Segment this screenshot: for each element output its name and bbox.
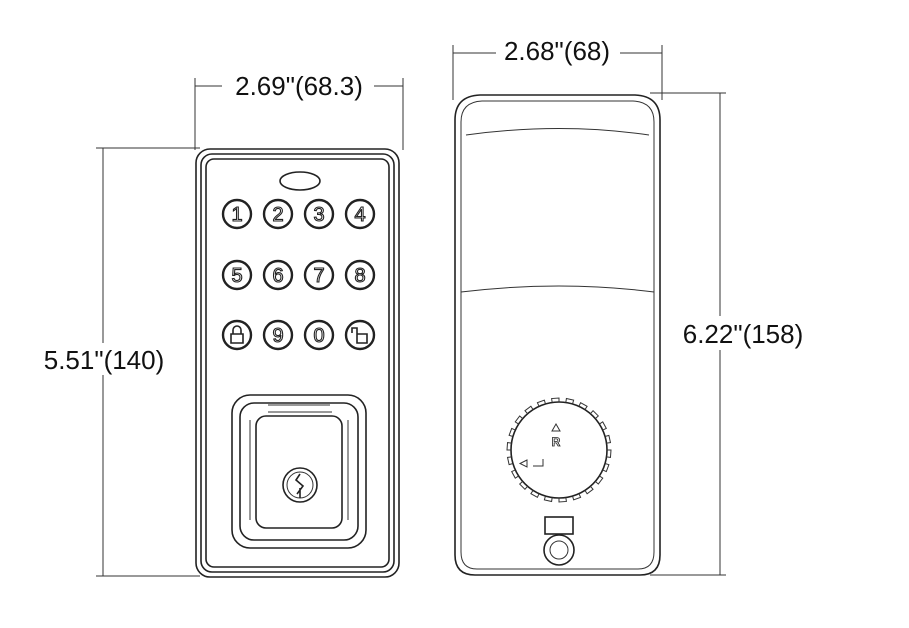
knob-ridge	[558, 497, 567, 503]
knob-ridge	[599, 421, 607, 431]
thumb-turn-knob[interactable]: R	[506, 397, 612, 503]
key-label: 3	[313, 204, 324, 226]
keyhole	[282, 467, 318, 503]
key-label: 4	[354, 204, 365, 226]
front-view: 2.69"(68.3) 5.51"(140) 1 2 3 4 5 6 7 8 9 0	[34, 70, 404, 578]
key-label: 2	[272, 204, 283, 226]
key-label: 1	[231, 204, 242, 226]
front-outer-housing	[195, 148, 400, 578]
knob-ridge	[506, 442, 512, 451]
key-label: 0	[313, 325, 324, 347]
up-arrow-icon	[551, 422, 561, 432]
knob-ridge	[604, 434, 612, 444]
key-unlock[interactable]	[344, 319, 376, 351]
knob-ridge	[530, 490, 540, 498]
knob-ridge	[511, 469, 519, 479]
key-label: 6	[272, 265, 283, 287]
sensor-window	[279, 171, 321, 191]
unlock-icon	[351, 327, 368, 344]
knob-ridge	[514, 415, 524, 425]
front-width-dimension: 2.69"(68.3)	[194, 70, 404, 150]
knob-ridge	[602, 463, 610, 473]
key-label: 7	[313, 265, 324, 287]
key-7[interactable]: 7	[303, 259, 335, 291]
battery-indicator	[544, 516, 574, 535]
key-4[interactable]: 4	[344, 198, 376, 230]
knob-ridge	[524, 405, 534, 415]
knob-ridge	[508, 427, 516, 437]
knob-ridge	[506, 456, 514, 466]
knob-ridge	[590, 409, 600, 419]
back-width-label: 2.68"(68)	[504, 36, 610, 66]
knob-ridge	[606, 449, 612, 458]
knob-ridge	[584, 485, 594, 495]
key-2[interactable]: 2	[262, 198, 294, 230]
knob-label: R	[552, 435, 561, 449]
knob-ridge	[551, 397, 560, 403]
back-width-dimension: 2.68"(68)	[452, 36, 663, 100]
key-0[interactable]: 0	[303, 319, 335, 351]
key-cylinder-bezel	[231, 394, 367, 549]
left-arrow-icon	[518, 459, 528, 468]
key-8[interactable]: 8	[344, 259, 376, 291]
key-1[interactable]: 1	[221, 198, 253, 230]
knob-ridge	[572, 493, 582, 501]
knob-ridge	[578, 402, 588, 410]
knob-ridge	[518, 481, 528, 491]
key-label: 9	[272, 325, 283, 347]
back-height-label: 6.22"(158)	[683, 319, 804, 349]
key-label: 5	[231, 265, 242, 287]
key-5[interactable]: 5	[221, 259, 253, 291]
key-label: 8	[354, 265, 365, 287]
key-6[interactable]: 6	[262, 259, 294, 291]
front-height-label: 5.51"(140)	[44, 345, 165, 375]
front-height-dimension: 5.51"(140)	[34, 147, 200, 577]
front-width-label: 2.69"(68.3)	[235, 71, 363, 101]
key-3[interactable]: 3	[303, 198, 335, 230]
knob-ridge	[536, 399, 546, 407]
override-button[interactable]	[543, 534, 575, 566]
back-housing	[454, 94, 661, 576]
back-height-dimension: 6.22"(158)	[650, 92, 814, 576]
lock-icon	[230, 325, 244, 344]
front-panel	[205, 158, 390, 568]
knob-ridge	[543, 495, 553, 503]
keypad: 1 2 3 4 5 6 7 8 9 0	[221, 198, 376, 351]
back-view: 2.68"(68) 6.22"(158) R	[452, 36, 814, 576]
knob-ridge	[565, 397, 575, 405]
key-lock[interactable]	[221, 319, 253, 351]
knob-ridge	[594, 475, 604, 485]
key-9[interactable]: 9	[262, 319, 294, 351]
return-arrow-icon	[533, 459, 544, 467]
